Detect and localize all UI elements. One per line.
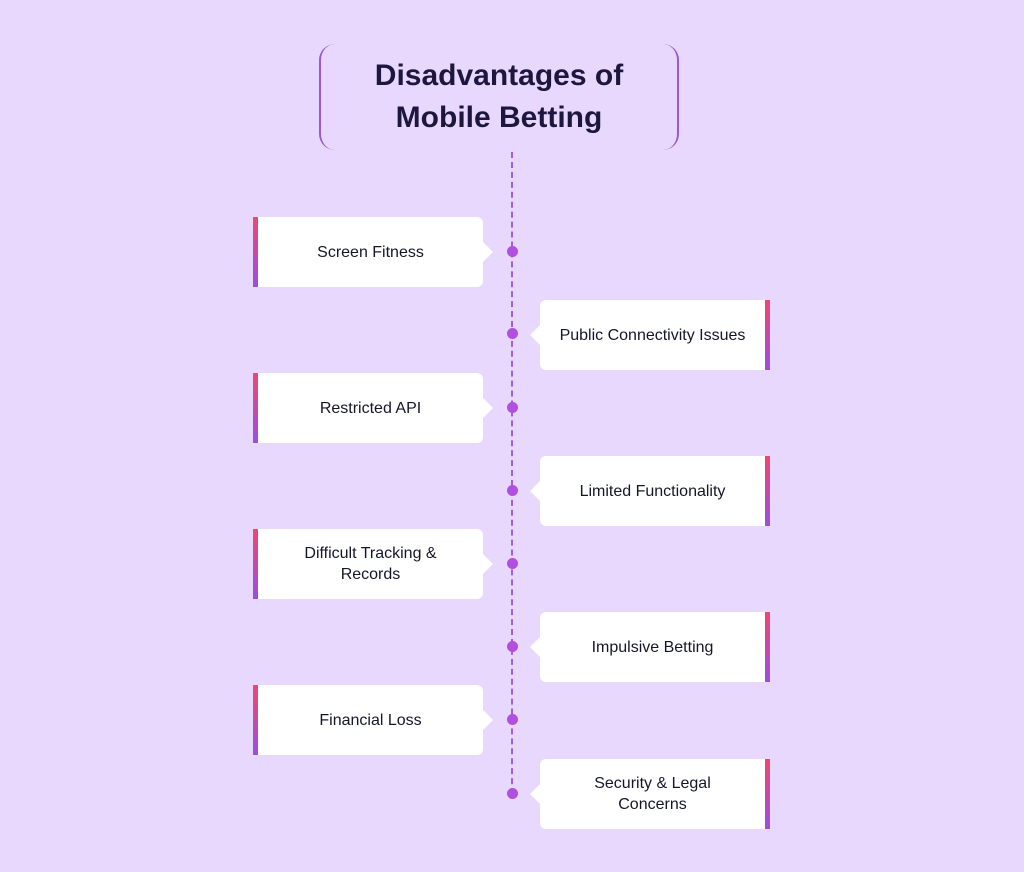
card-label: Security & Legal Concerns <box>594 775 711 813</box>
timeline-card-7: Financial Loss <box>253 685 493 755</box>
card-label: Difficult Tracking & Records <box>304 545 437 583</box>
timeline-dot-4 <box>507 485 518 496</box>
timeline-dot-2 <box>507 328 518 339</box>
card-label: Restricted API <box>319 399 422 417</box>
diagram-title: Disadvantages of Mobile Betting <box>374 59 624 134</box>
card-label: Impulsive Betting <box>591 638 714 656</box>
timeline-card-8: Security & Legal Concerns <box>530 759 770 829</box>
timeline-dot-6 <box>507 641 518 652</box>
card-label: Public Connectivity Issues <box>559 326 746 344</box>
card-label: Screen Fitness <box>317 243 424 261</box>
timeline-card-6: Impulsive Betting <box>530 612 770 682</box>
timeline-dot-7 <box>507 714 518 725</box>
timeline-line <box>511 152 513 794</box>
timeline-card-3: Restricted API <box>253 373 493 443</box>
timeline-dot-8 <box>507 788 518 799</box>
timeline-dot-1 <box>507 246 518 257</box>
timeline-dot-5 <box>507 558 518 569</box>
timeline-dot-3 <box>507 402 518 413</box>
card-label: Financial Loss <box>319 711 422 729</box>
card-label: Limited Functionality <box>579 482 726 500</box>
timeline-card-1: Screen Fitness <box>253 217 493 287</box>
timeline-card-5: Difficult Tracking & Records <box>253 529 493 599</box>
title-frame: Disadvantages of Mobile Betting <box>319 44 679 150</box>
timeline-card-4: Limited Functionality <box>530 456 770 526</box>
timeline-card-2: Public Connectivity Issues <box>530 300 770 370</box>
